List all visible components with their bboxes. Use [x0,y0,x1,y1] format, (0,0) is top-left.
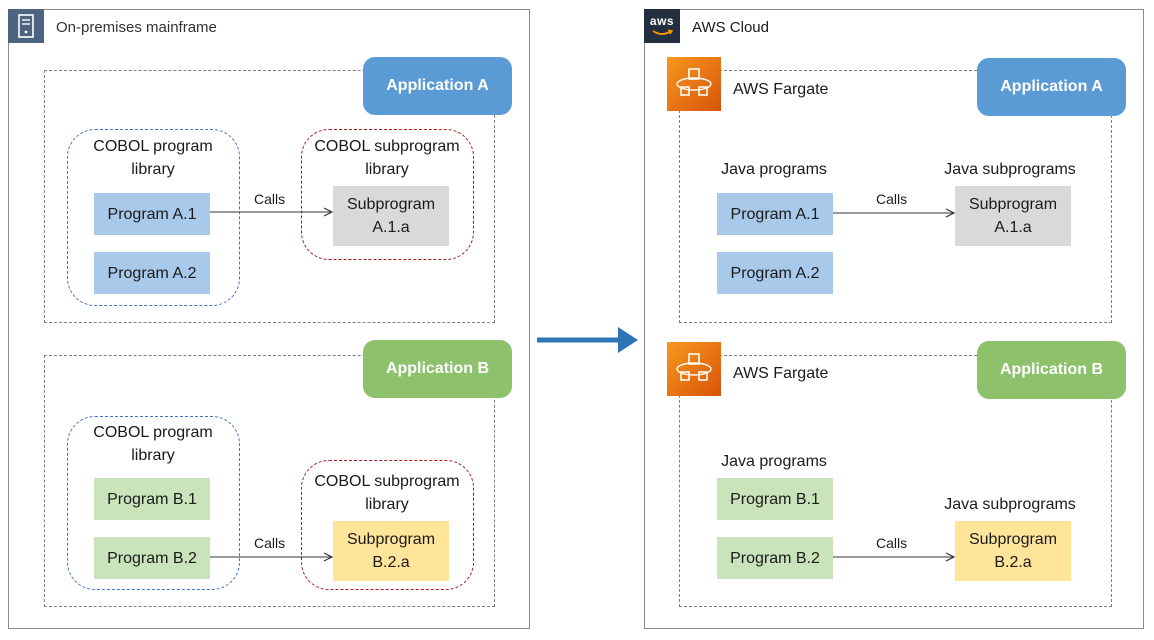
aws-subprogram-b2a: Subprogram B.2.a [955,521,1071,581]
aws-app-a-calls-label: Calls [876,191,908,207]
aws-app-b-programs-label: Java programs [721,453,827,470]
onprem-program-b2: Program B.2 [94,537,210,579]
aws-subprogram-a1a: Subprogram A.1.a [955,186,1071,246]
onprem-app-b-library-label: COBOL program library [93,424,213,464]
aws-app-a-badge: Application A [977,58,1126,116]
onprem-program-b1: Program B.1 [94,478,210,520]
aws-program-b2: Program B.2 [717,537,833,579]
aws-app-a-programs-label: Java programs [721,161,827,178]
aws-program-b1: Program B.1 [717,478,833,520]
onprem-program-a1: Program A.1 [94,193,210,235]
onprem-app-b-container [44,355,495,607]
server-icon [8,9,44,43]
fargate-icon [667,57,721,111]
onprem-panel [8,9,530,629]
onprem-app-b-calls-label: Calls [254,535,286,551]
onprem-app-a-sublibrary [301,129,474,260]
aws-panel [644,9,1144,629]
aws-program-a1: Program A.1 [717,193,833,235]
aws-app-b-calls-label: Calls [876,535,908,551]
onprem-app-b-badge: Application B [363,340,512,398]
aws-title: AWS Cloud [692,19,769,36]
aws-app-a-service-label: AWS Fargate [733,81,829,98]
aws-logo-text: aws [649,14,675,28]
aws-app-a-container [679,70,1112,323]
onprem-subprogram-b2a: Subprogram B.2.a [333,521,449,581]
aws-app-b-badge: Application B [977,341,1126,399]
fargate-icon [667,342,721,396]
onprem-app-a-library [67,129,240,306]
onprem-app-b-sublibrary-label: COBOL subprogram library [314,473,460,513]
onprem-subprogram-a1a: Subprogram A.1.a [333,186,449,246]
onprem-app-a-container [44,70,495,323]
aws-app-a-subprograms-label: Java subprograms [944,161,1076,178]
onprem-app-b-library [67,416,240,590]
onprem-program-a2: Program A.2 [94,252,210,294]
aws-program-a2: Program A.2 [717,252,833,294]
aws-app-b-service-label: AWS Fargate [733,365,829,382]
onprem-app-a-calls-label: Calls [254,191,286,207]
onprem-app-a-sublibrary-label: COBOL subprogram library [314,138,460,178]
onprem-app-a-library-label: COBOL program library [93,138,213,178]
aws-logo-icon: aws [644,9,680,43]
onprem-title: On-premises mainframe [56,19,217,36]
aws-app-b-subprograms-label: Java subprograms [944,496,1076,513]
onprem-app-b-sublibrary [301,460,474,590]
onprem-app-a-badge: Application A [363,57,512,115]
aws-app-b-container [679,355,1112,607]
